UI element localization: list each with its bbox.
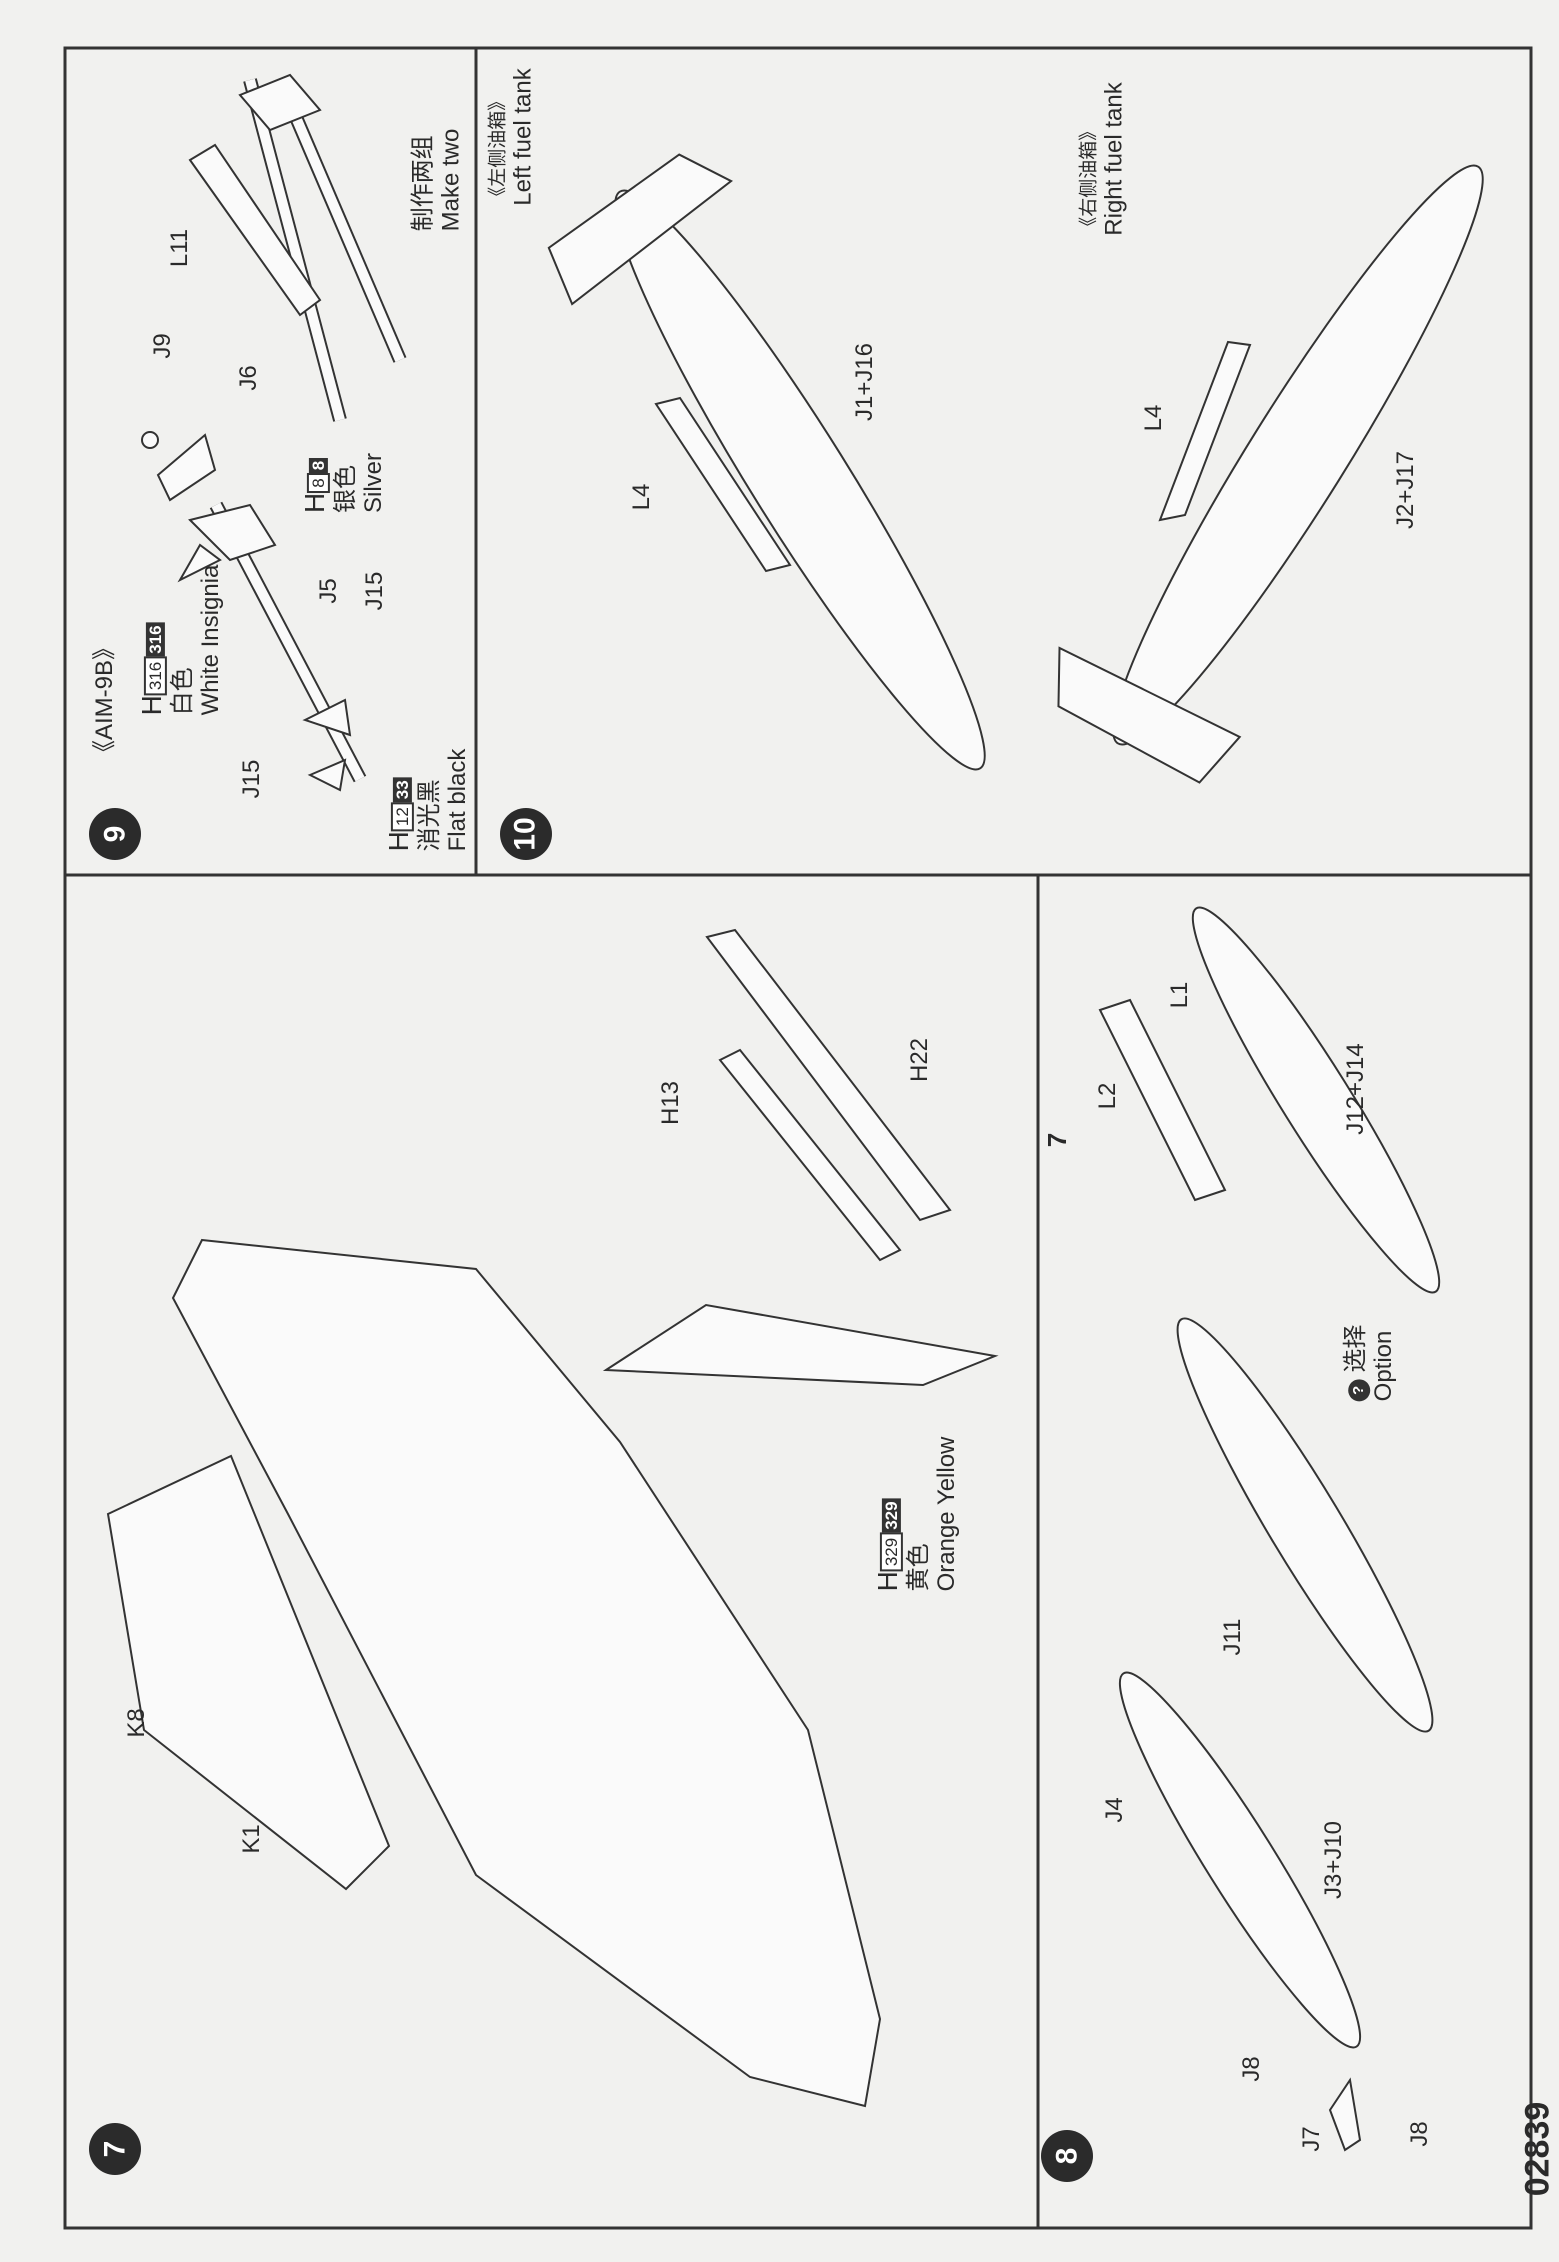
- part-label-j8: J8: [1238, 2056, 1266, 2082]
- paint-silver-callout: H88 银色 Silver: [299, 453, 387, 513]
- fin-j15: [302, 698, 352, 737]
- part-label-j15: J15: [238, 759, 266, 799]
- pod-j3-j10: [1118, 1671, 1362, 2049]
- paint-prefix: H: [871, 1571, 903, 1592]
- step-number: 8: [1050, 2147, 1083, 2165]
- part-label-j15: J15: [361, 571, 389, 611]
- option-en: Option: [1370, 1330, 1398, 1402]
- page-number: 7: [1042, 1132, 1073, 1148]
- aircraft-fuselage: [171, 1238, 882, 2108]
- paint-code-alt: 329: [881, 1498, 901, 1533]
- option-cn: 选择: [1342, 1324, 1370, 1373]
- canopy-k8: [106, 1454, 391, 1891]
- part-label-l4: L4: [628, 483, 656, 511]
- paint-prefix: H: [298, 492, 330, 514]
- kit-code: 02839: [1518, 2101, 1557, 2197]
- option-callout: ? 选择 Option: [1342, 1325, 1398, 1402]
- fin-j15: [307, 758, 347, 792]
- ladder-h22: [705, 928, 952, 1222]
- fin-j6: [156, 433, 217, 502]
- drop-tank-j12-j14: [1191, 906, 1441, 1294]
- paint-name-en: Flat black: [443, 748, 471, 852]
- paint-prefix: H: [135, 695, 167, 716]
- paint-code: 329: [879, 1532, 903, 1572]
- part-j9: [141, 431, 159, 449]
- paint-name-en: Silver: [359, 452, 387, 514]
- paint-code: 12: [390, 802, 414, 832]
- part-label-k1: K1: [238, 1824, 266, 1854]
- title-en: Right fuel tank: [1100, 82, 1128, 236]
- part-label-k8: K8: [123, 1708, 151, 1738]
- paint-name-cn: 消光黑: [415, 779, 443, 852]
- part-label-j6: J6: [235, 365, 263, 391]
- right-pylon-l4: [1158, 340, 1252, 522]
- step-number: 10: [509, 817, 542, 851]
- step-10-badge: 10: [500, 808, 552, 860]
- pylon-l2: [1098, 998, 1227, 1202]
- part-label-j1-j16: J1+J16: [851, 342, 879, 422]
- title-en: Left fuel tank: [509, 68, 537, 206]
- part-label-j2-j17: J2+J17: [1392, 450, 1420, 530]
- paint-code-alt: 33: [392, 777, 412, 803]
- left-pylon-l4: [654, 396, 792, 573]
- boarding-ladder: [602, 1303, 999, 1387]
- part-label-j9: J9: [149, 333, 177, 359]
- part-label-j5: J5: [315, 578, 343, 604]
- part-label-j3-j10: J3+J10: [1320, 1820, 1348, 1900]
- page-frame: [63, 46, 1533, 2230]
- part-label-l11: L11: [166, 228, 194, 268]
- step-number: 7: [98, 2140, 131, 2158]
- make-two-note: 制作两组 Make two: [409, 129, 464, 232]
- step-7-badge: 7: [89, 2123, 141, 2175]
- paint-name-en: White Insignia: [196, 564, 224, 716]
- note-cn: 制作两组: [409, 135, 437, 232]
- part-label-l4: L4: [1140, 404, 1168, 432]
- title-cn: 《左侧油箱》: [487, 91, 509, 206]
- paint-yellow-callout: H329329 黄色 Orange Yellow: [872, 1437, 960, 1592]
- right-fuel-tank-title: 《右侧油箱》 Right fuel tank: [1078, 82, 1127, 235]
- paint-code: 316: [143, 656, 167, 696]
- part-label-j4: J4: [1101, 1797, 1129, 1823]
- paint-code-alt: 8: [308, 457, 328, 474]
- part-label-j12-j14: J12+J14: [1342, 1043, 1370, 1135]
- paint-name-cn: 白色: [168, 667, 196, 716]
- ladder-h13: [718, 1048, 902, 1262]
- paint-name-cn: 黄色: [904, 1543, 932, 1592]
- part-label-j11: J11: [1219, 1618, 1247, 1656]
- paint-prefix: H: [382, 831, 414, 852]
- step-9-badge: 9: [89, 808, 141, 860]
- note-en: Make two: [437, 128, 464, 232]
- paint-code: 8: [306, 473, 330, 493]
- part-label-l2: L2: [1094, 1082, 1122, 1110]
- part-label-h22: H22: [906, 1037, 934, 1083]
- step-8-badge: 8: [1041, 2130, 1093, 2182]
- right-fuel-tank: [1057, 164, 1484, 784]
- paint-name-cn: 银色: [331, 465, 359, 514]
- title-cn: 《右侧油箱》: [1078, 121, 1100, 236]
- step-number: 9: [98, 825, 131, 843]
- option-icon: ?: [1348, 1379, 1371, 1402]
- paint-white-callout: H316316 白色 White Insignia: [136, 565, 224, 716]
- left-fuel-tank-title: 《左侧油箱》 Left fuel tank: [487, 68, 536, 205]
- part-label-j7: J7: [1298, 2126, 1326, 2152]
- aim9b-missile-j5: [177, 501, 367, 783]
- aim9b-missile-l11: [188, 73, 407, 422]
- paint-name-en: Orange Yellow: [932, 1436, 960, 1592]
- paint-code-alt: 316: [145, 622, 165, 657]
- left-fuel-tank: [547, 153, 986, 771]
- part-j7: [1328, 2077, 1362, 2152]
- paint-black-callout: H1233 消光黑 Flat black: [383, 749, 471, 852]
- part-label-l1: L1: [1166, 981, 1194, 1009]
- part-label-j8: J8: [1406, 2121, 1434, 2147]
- pod-option: [1176, 1317, 1434, 1733]
- part-label-h13: H13: [657, 1080, 685, 1126]
- step-9-title: 《AIM-9B》: [91, 635, 119, 765]
